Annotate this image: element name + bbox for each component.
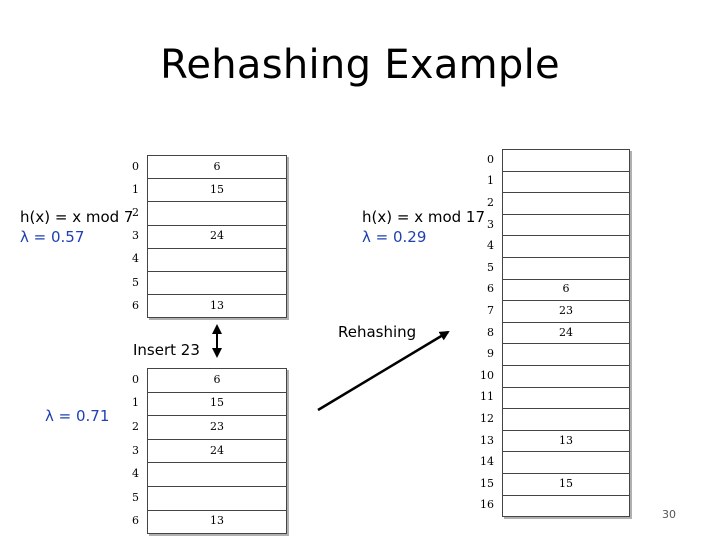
slot-index: 13 xyxy=(480,433,494,447)
slot-index: 4 xyxy=(132,252,139,266)
table-b-lambda: λ = 0.71 xyxy=(45,407,110,425)
slot-cell xyxy=(147,247,287,272)
slot-index: 8 xyxy=(487,325,494,339)
table-a-lambda: λ = 0.57 xyxy=(20,228,85,246)
insert-label: Insert 23 xyxy=(133,341,200,359)
slot-index: 2 xyxy=(132,205,139,219)
slot-index: 6 xyxy=(487,282,494,296)
page-number: 30 xyxy=(662,508,676,521)
slot-index: 5 xyxy=(487,260,494,274)
slot-value: 6 xyxy=(213,159,221,173)
slot-cell xyxy=(147,155,287,180)
slot-index: 15 xyxy=(480,476,494,490)
slot-index: 0 xyxy=(132,159,139,173)
slot-index: 10 xyxy=(480,368,494,382)
slot-index: 0 xyxy=(132,372,139,386)
slot-index: 7 xyxy=(487,303,494,317)
slot-value: 24 xyxy=(210,443,224,457)
slot-index: 4 xyxy=(132,467,139,481)
slot-value: 23 xyxy=(210,419,224,433)
slot-index: 2 xyxy=(487,195,494,209)
slot-index: 11 xyxy=(480,390,494,404)
slot-index: 16 xyxy=(480,498,494,512)
table-a-hash-note: h(x) = x mod 7 λ = 0.57 xyxy=(20,207,133,247)
table-c-hash: h(x) = x mod 17 xyxy=(362,208,486,226)
slot-index: 3 xyxy=(487,217,494,231)
rehashing-arrow xyxy=(317,330,450,412)
slot-index: 1 xyxy=(132,396,139,410)
slot-value: 13 xyxy=(210,298,224,312)
slot-cell xyxy=(502,494,630,518)
slot-index: 1 xyxy=(132,182,139,196)
table-b-note: λ = 0.71 xyxy=(45,406,109,426)
slot-value: 6 xyxy=(562,282,570,296)
slot-index: 6 xyxy=(132,298,139,312)
slot-cell xyxy=(147,509,287,535)
slot-index: 12 xyxy=(480,411,494,425)
rehashing-label: Rehashing xyxy=(338,323,417,341)
slot-value: 13 xyxy=(559,433,573,447)
slot-cell xyxy=(147,486,287,511)
slot-value: 23 xyxy=(559,303,573,317)
slot-index: 0 xyxy=(487,152,494,166)
table-a-hash: h(x) = x mod 7 xyxy=(20,208,134,226)
slot-value: 13 xyxy=(210,514,224,528)
slot-value: 15 xyxy=(210,182,224,196)
table-c-lambda: λ = 0.29 xyxy=(362,228,427,246)
slot-value: 24 xyxy=(210,229,224,243)
slot-cell xyxy=(147,178,287,203)
slot-value: 24 xyxy=(559,325,573,339)
slot-index: 2 xyxy=(132,419,139,433)
slot-index: 14 xyxy=(480,455,494,469)
slot-cell xyxy=(147,462,287,487)
slot-index: 5 xyxy=(132,275,139,289)
slot-cell xyxy=(147,294,287,319)
slot-index: 9 xyxy=(487,347,494,361)
slide-title: Rehashing Example xyxy=(160,42,560,88)
slot-index: 1 xyxy=(487,174,494,188)
slot-index: 4 xyxy=(487,239,494,253)
slot-value: 15 xyxy=(210,396,224,410)
slot-cell xyxy=(147,438,287,464)
table-c-hash-note: h(x) = x mod 17 λ = 0.29 xyxy=(362,207,485,247)
slot-value: 6 xyxy=(213,372,221,386)
slot-index: 5 xyxy=(132,490,139,504)
slot-index: 6 xyxy=(132,514,139,528)
slot-value: 15 xyxy=(559,476,573,490)
slot-index: 3 xyxy=(132,443,139,457)
slot-index: 3 xyxy=(132,229,139,243)
